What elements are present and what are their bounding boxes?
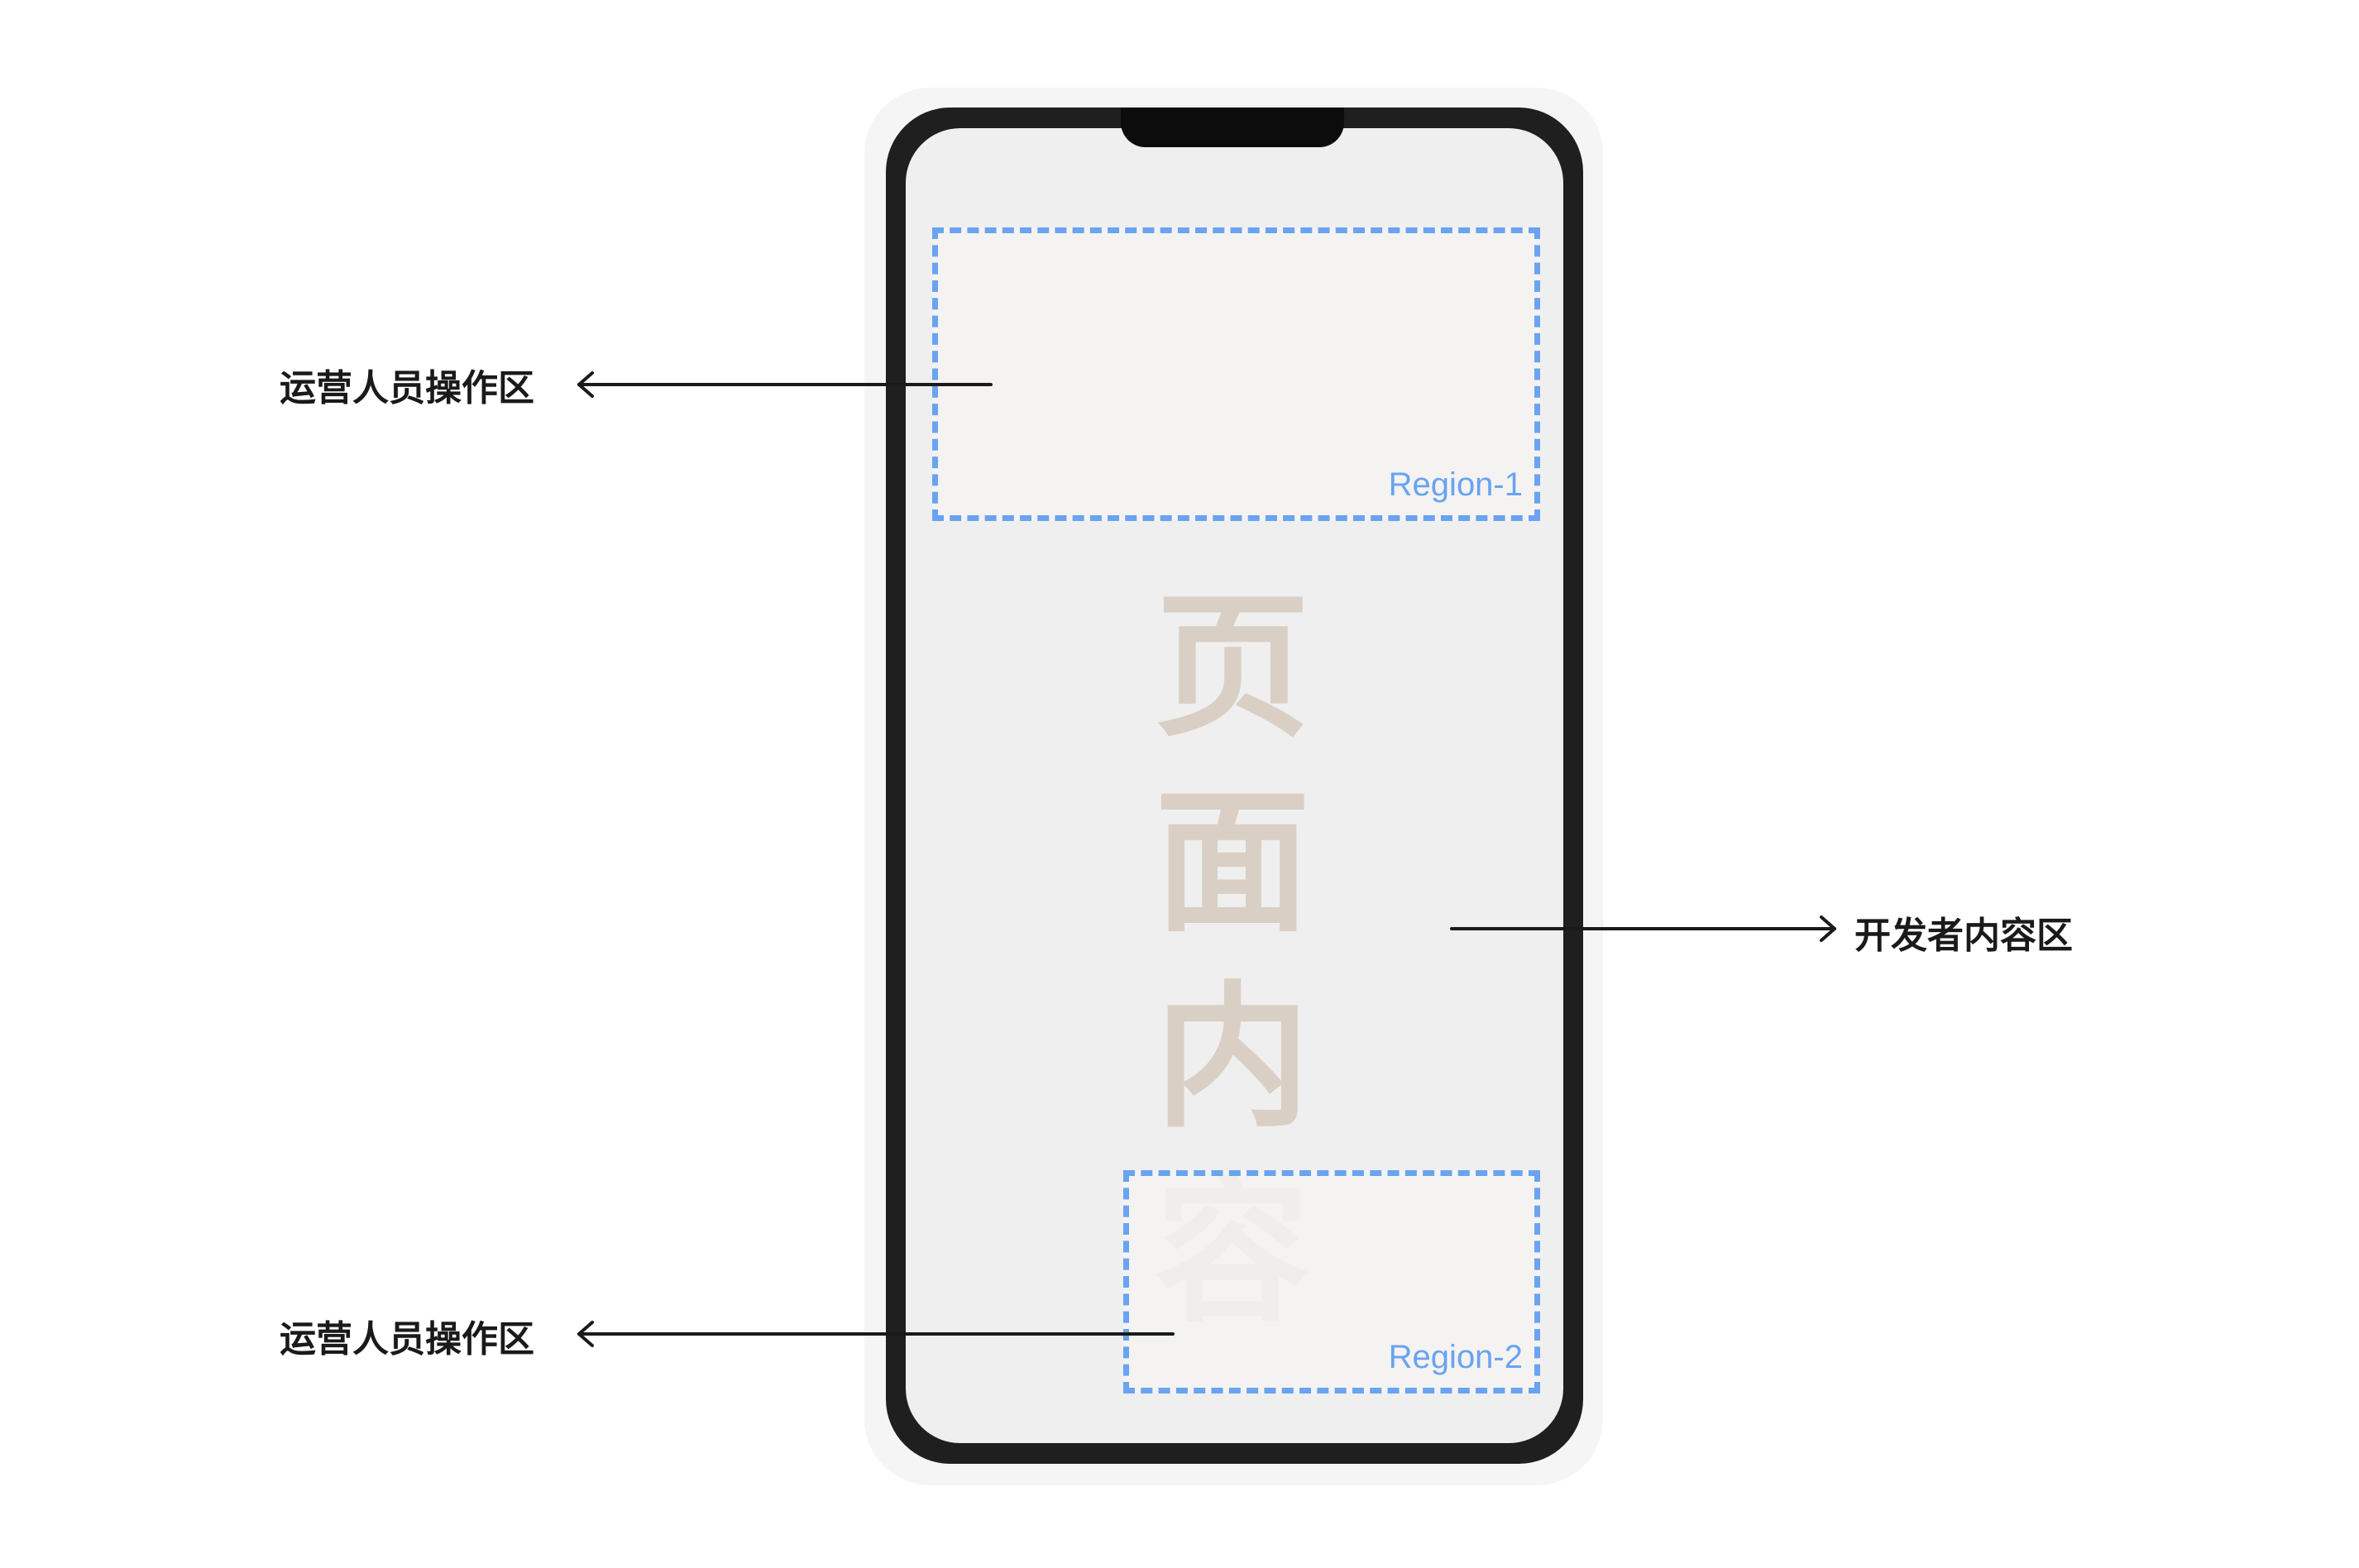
arrowhead-operator-top xyxy=(577,371,594,398)
page-content-char: 面 xyxy=(1155,772,1310,954)
region-1-label: Region-1 xyxy=(1388,466,1523,503)
arrowhead-operator-bottom xyxy=(577,1321,594,1347)
page-content-char: 内 xyxy=(1155,968,1310,1149)
region-2-label: Region-2 xyxy=(1388,1339,1523,1375)
operator-area-label-top: 运营人员操作区 xyxy=(280,367,534,409)
operator-area-label-bottom: 运营人员操作区 xyxy=(280,1318,534,1360)
phone-notch xyxy=(1121,108,1344,147)
region-2-box: Region-2 xyxy=(1123,1170,1540,1394)
developer-content-area-label: 开发者内容区 xyxy=(1854,915,2073,957)
arrowhead-developer-content xyxy=(1820,915,1836,942)
page-content-char: 页 xyxy=(1155,577,1310,758)
region-1-box: Region-1 xyxy=(932,227,1540,521)
